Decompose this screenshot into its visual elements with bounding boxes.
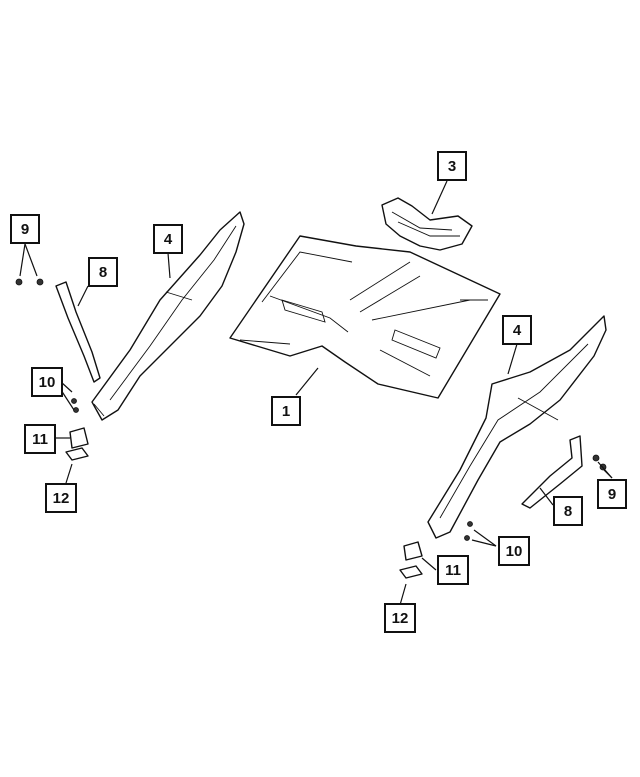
right-side-rail-part [427, 315, 607, 539]
left-pad-part [65, 447, 89, 461]
callout-part-3: 3 [437, 151, 467, 181]
floor-pan-part [229, 235, 501, 399]
callout-part-1: 1 [271, 396, 301, 426]
callout-part-9-left: 9 [10, 214, 40, 244]
left-bolt-set [15, 278, 44, 286]
callout-part-9-right: 9 [597, 479, 627, 509]
crossmember-part [381, 197, 473, 251]
callout-part-11-left: 11 [24, 424, 56, 454]
callout-part-10-left: 10 [31, 367, 63, 397]
right-screw-set [464, 521, 473, 541]
left-screw-set [71, 398, 79, 413]
callout-part-4-right: 4 [502, 315, 532, 345]
right-bracket-part [521, 435, 583, 509]
callout-part-10-right: 10 [498, 536, 530, 566]
callout-part-8-left: 8 [88, 257, 118, 287]
left-bracket-part [55, 281, 101, 383]
callout-part-12-left: 12 [45, 483, 77, 513]
callout-part-8-right: 8 [553, 496, 583, 526]
right-bolt-set [592, 454, 607, 471]
callout-part-12-right: 12 [384, 603, 416, 633]
left-mount-part [69, 427, 89, 449]
right-mount-part [403, 541, 423, 561]
left-side-rail-part [91, 211, 245, 421]
callout-part-11-right: 11 [437, 555, 469, 585]
right-pad-part [399, 565, 423, 579]
leader-lines [19, 180, 613, 606]
callout-part-4-left: 4 [153, 224, 183, 254]
